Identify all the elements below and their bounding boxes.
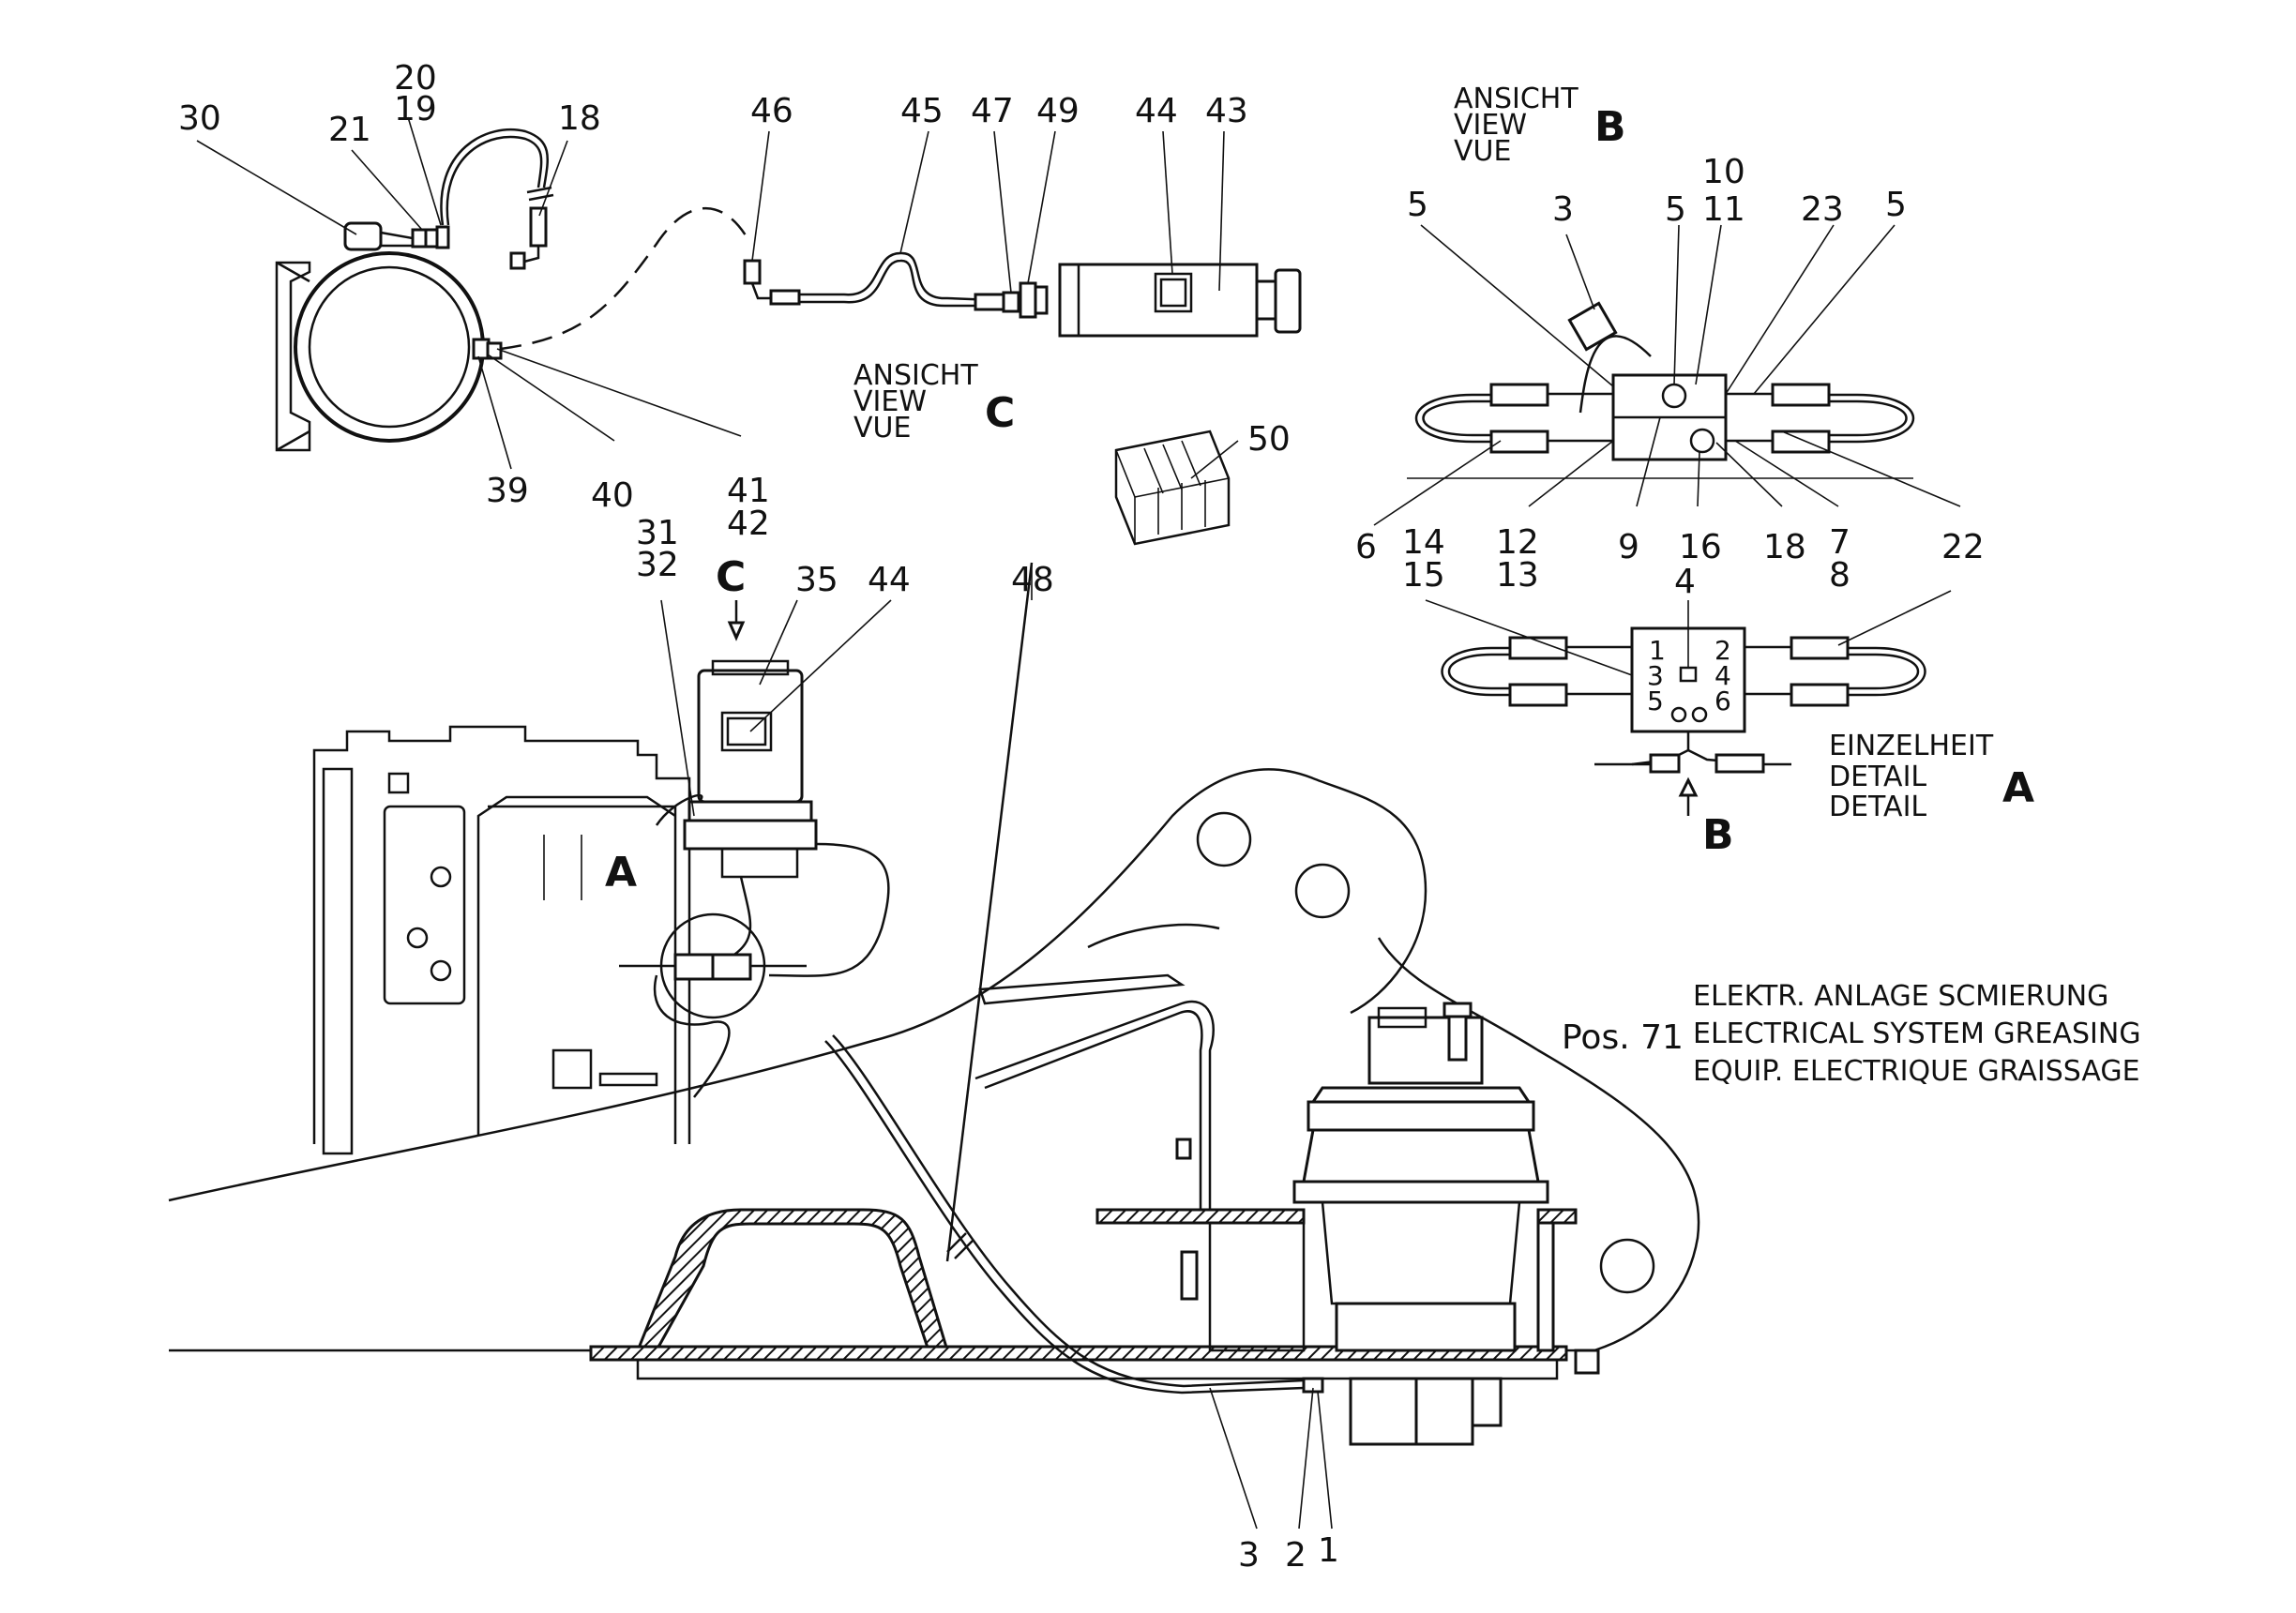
- label-18-top: 18: [558, 99, 601, 138]
- label-10: 10: [1702, 153, 1745, 191]
- svg-text:EINZELHEIT: EINZELHEIT: [1829, 730, 1994, 762]
- letter-c-arrow: C: [716, 553, 746, 601]
- svg-text:ANSICHT: ANSICHT: [1454, 83, 1578, 115]
- view-c-arrow: [727, 600, 746, 641]
- label-39: 39: [486, 472, 529, 510]
- detail-a-title: EINZELHEIT DETAIL DETAIL: [1829, 730, 1994, 823]
- label-21: 21: [328, 111, 371, 149]
- label-6: 6: [1355, 528, 1377, 566]
- svg-text:ANSICHT: ANSICHT: [853, 359, 978, 392]
- letter-a-main: A: [605, 849, 637, 897]
- label-42: 42: [727, 505, 770, 543]
- grease-pump-hose-assembly: [743, 251, 1302, 338]
- port-number: 1: [1649, 635, 1666, 666]
- letter-b-view: B: [1594, 103, 1626, 151]
- label-46: 46: [750, 92, 793, 130]
- label-8: 8: [1829, 556, 1850, 595]
- label-22-top: 22: [1941, 528, 1985, 566]
- svg-text:DETAIL: DETAIL: [1829, 761, 1926, 793]
- label-49: 49: [1036, 92, 1080, 130]
- svg-text:DETAIL: DETAIL: [1829, 791, 1926, 823]
- label-12: 12: [1496, 523, 1539, 562]
- label-48: 48: [1011, 561, 1054, 599]
- drawing-caption: Pos. 71 ELEKTR. ANLAGE SCMIERUNG ELECTRI…: [1562, 980, 2141, 1088]
- label-19: 19: [394, 90, 437, 128]
- label-30: 30: [178, 99, 221, 138]
- port-number: 4: [1714, 660, 1731, 691]
- label-32: 32: [636, 546, 679, 584]
- main-structure: [168, 562, 1700, 1446]
- label-43: 43: [1205, 92, 1248, 130]
- port-number: 3: [1647, 660, 1664, 691]
- label-13: 13: [1496, 556, 1539, 595]
- label-3-view-b: 3: [1552, 190, 1574, 229]
- label-45: 45: [900, 92, 944, 130]
- port-number: 5: [1647, 686, 1664, 716]
- label-7: 7: [1829, 523, 1850, 562]
- view-letters: C A B C A B: [605, 103, 2034, 897]
- port-number: 2: [1714, 635, 1731, 666]
- label-20: 20: [394, 59, 437, 98]
- letter-a-detail: A: [2002, 764, 2034, 812]
- label-47: 47: [971, 92, 1014, 130]
- label-3-bottom: 3: [1238, 1536, 1260, 1575]
- hose-reel-assembly: [275, 128, 752, 452]
- label-1: 1: [1318, 1531, 1339, 1570]
- view-b-title: ANSICHT VIEW VUE: [1454, 83, 1578, 168]
- part-labels: 30 21 20 19 18 46 45 47 49 44 43 39 40 4…: [178, 59, 1985, 1575]
- port-number: 6: [1714, 686, 1731, 716]
- label-18-view-b: 18: [1763, 528, 1806, 566]
- label-14: 14: [1402, 523, 1445, 562]
- caption-line-fr: EQUIP. ELECTRIQUE GRAISSAGE: [1693, 1055, 2140, 1088]
- svg-text:VIEW: VIEW: [1454, 109, 1527, 142]
- label-41: 41: [727, 472, 770, 510]
- label-2: 2: [1285, 1536, 1307, 1575]
- caption-line-en: ELECTRICAL SYSTEM GREASING: [1693, 1018, 2141, 1050]
- svg-text:VIEW: VIEW: [853, 385, 927, 418]
- label-23: 23: [1801, 190, 1844, 229]
- view-b-distributor-block: [1407, 301, 1914, 479]
- svg-text:VUE: VUE: [1454, 135, 1511, 168]
- label-11: 11: [1702, 190, 1745, 229]
- caption-line-de: ELEKTR. ANLAGE SCMIERUNG: [1693, 980, 2108, 1013]
- position-number: Pos. 71: [1562, 1018, 1684, 1057]
- label-16: 16: [1679, 528, 1722, 566]
- label-9: 9: [1618, 528, 1639, 566]
- label-5-mid: 5: [1665, 190, 1686, 229]
- connector-clip-50: [1114, 430, 1231, 546]
- label-15: 15: [1402, 556, 1445, 595]
- label-5-right: 5: [1885, 186, 1907, 224]
- letter-c-view: C: [985, 389, 1015, 437]
- label-35: 35: [795, 561, 838, 599]
- label-5-left: 5: [1407, 186, 1428, 224]
- label-40: 40: [591, 476, 634, 515]
- label-50: 50: [1247, 420, 1291, 459]
- leader-lines: [196, 116, 1961, 1530]
- svg-text:VUE: VUE: [853, 412, 911, 445]
- label-4: 4: [1674, 563, 1696, 601]
- label-44-top: 44: [1135, 92, 1178, 130]
- view-c-title: ANSICHT VIEW VUE: [853, 359, 978, 445]
- label-44-main: 44: [868, 561, 911, 599]
- detail-a-port-numbers: 1 2 3 4 5 6: [1647, 635, 1731, 716]
- label-31: 31: [636, 514, 679, 552]
- letter-b-arrow: B: [1702, 811, 1734, 859]
